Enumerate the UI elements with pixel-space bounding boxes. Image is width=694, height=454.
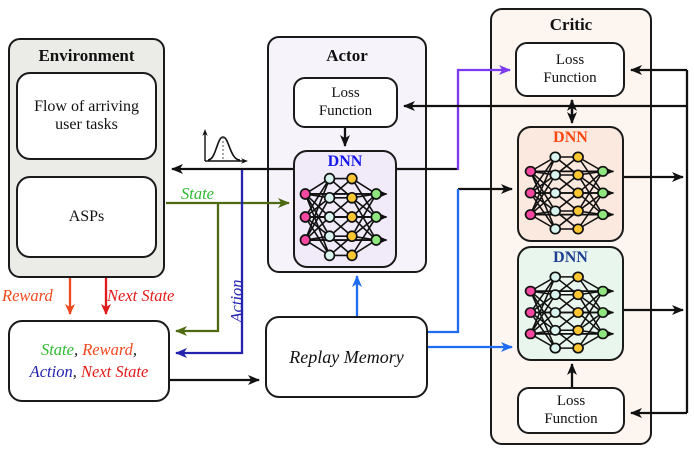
critic-loss-function-bottom-box: Loss Function bbox=[517, 387, 625, 434]
actor-dnn-label: DNN bbox=[327, 153, 363, 170]
critic-dnn-top-label: DNN bbox=[553, 129, 588, 146]
flow-of-tasks-label: Flow of arriving user tasks bbox=[34, 98, 139, 133]
environment-title: Environment bbox=[38, 46, 135, 65]
next-state-text: Next State bbox=[80, 362, 149, 381]
experience-line-2: Action, Next State bbox=[29, 362, 149, 381]
asps-box: ASPs bbox=[16, 176, 157, 258]
flow-of-tasks-box: Flow of arriving user tasks bbox=[16, 72, 157, 160]
critic-dnn-bottom-box: DNN bbox=[517, 246, 624, 361]
state-text: State bbox=[40, 339, 74, 359]
reward-edge-label: Reward bbox=[2, 286, 53, 305]
asps-label: ASPs bbox=[68, 208, 105, 225]
critic-loss-function-top-label: Loss Function bbox=[543, 52, 597, 86]
actor-loss-function-label: Loss Function bbox=[318, 85, 373, 119]
replay-memory-label: Replay Memory bbox=[289, 346, 404, 367]
critic-loss-function-bottom-label: Loss Function bbox=[544, 393, 598, 427]
neural-network-icon bbox=[521, 268, 620, 357]
critic-title: Critic bbox=[549, 15, 593, 34]
replay-to-critic-riser-line bbox=[428, 189, 460, 334]
actor-title: Actor bbox=[326, 46, 368, 65]
actor-loss-function-box: Loss Function bbox=[293, 77, 398, 128]
experience-tuple-box: State, Reward, Action, Next State bbox=[8, 320, 170, 402]
state-edge-label: State bbox=[181, 184, 214, 203]
action-edge-label: Action bbox=[227, 279, 246, 323]
reward-text: Reward bbox=[82, 339, 133, 359]
critic-dnn-bottom-label: DNN bbox=[553, 249, 588, 266]
critic-loss-function-top-box: Loss Function bbox=[515, 42, 625, 97]
replay-memory-box: Replay Memory bbox=[265, 316, 428, 398]
gaussian-distribution-icon bbox=[202, 129, 248, 164]
neural-network-icon bbox=[521, 148, 620, 238]
state-to-experience-arrow bbox=[175, 203, 220, 336]
action-text: Action bbox=[29, 362, 73, 381]
experience-line-1: State, Reward, bbox=[40, 339, 138, 359]
next-state-edge-label: Next State bbox=[107, 286, 175, 305]
neural-network-icon bbox=[296, 169, 393, 265]
critic-dnn-top-box: DNN bbox=[517, 126, 624, 242]
